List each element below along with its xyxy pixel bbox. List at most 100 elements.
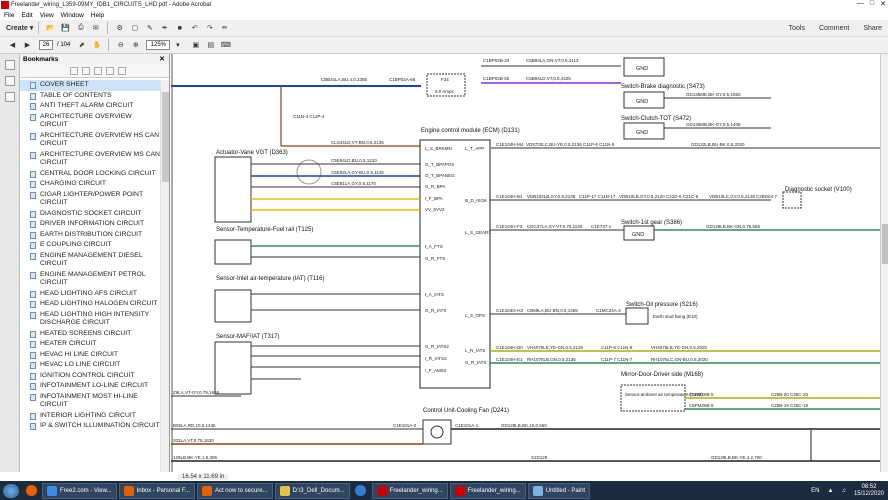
- bookmark-item[interactable]: HEAD LIGHTING HIGH INTENSITY DISCHARGE C…: [20, 310, 160, 329]
- zoom-level-input[interactable]: 125%: [146, 40, 171, 50]
- bookmark-item[interactable]: ARCHITECTURE OVERVIEW HS CAN CIRCUIT: [20, 131, 160, 150]
- expand-bookmark-icon[interactable]: [106, 67, 114, 75]
- volume-icon[interactable]: ♫: [841, 487, 846, 494]
- start-button[interactable]: [3, 483, 19, 498]
- bookmark-item[interactable]: DIAGNOSTIC SOCKET CIRCUIT: [20, 209, 160, 220]
- comment-icon[interactable]: ▢: [131, 25, 139, 32]
- taskbar-item[interactable]: D:\3_Dell_Docum...: [274, 482, 350, 499]
- bookmark-item[interactable]: CENTRAL DOOR LOCKING CIRCUIT: [20, 169, 160, 180]
- bookmark-item[interactable]: E COUPLING CIRCUIT: [20, 240, 160, 251]
- save-icon[interactable]: 💾: [61, 25, 71, 32]
- bookmark-item[interactable]: CIGAR LIGHTER/POWER POINT CIRCUIT: [20, 190, 160, 209]
- ie-icon[interactable]: [352, 483, 370, 499]
- bookmark-item[interactable]: EARTH DISTRIBUTION CIRCUIT: [20, 230, 160, 241]
- create-button[interactable]: Create ▾: [6, 24, 34, 33]
- language-indicator[interactable]: EN: [811, 487, 820, 494]
- bookmark-item[interactable]: HEVAC LO LINE CIRCUIT: [20, 360, 160, 371]
- next-page-icon[interactable]: ▶: [24, 42, 31, 49]
- bookmark-item[interactable]: DRIVER INFORMATION CIRCUIT: [20, 219, 160, 230]
- menu-help[interactable]: Help: [90, 11, 105, 19]
- taskbar-item[interactable]: Free2.com - View...: [42, 482, 117, 499]
- document-scrollbar[interactable]: [880, 54, 888, 472]
- keyboard-icon[interactable]: ⌨: [220, 42, 231, 49]
- taskbar-item[interactable]: Freelander_wiring...: [449, 482, 526, 499]
- bookmark-icon: [30, 210, 36, 218]
- bookmark-item[interactable]: HEAD LIGHTING AFS CIRCUIT: [20, 289, 160, 300]
- fit-page-icon[interactable]: ▣: [192, 42, 200, 49]
- print-icon[interactable]: ⎙: [77, 24, 84, 31]
- close-icon[interactable]: ✕: [880, 1, 886, 8]
- maximize-icon[interactable]: □: [869, 0, 875, 7]
- bookmark-item[interactable]: INFOTAINMENT MOST HI-LINE CIRCUIT: [20, 392, 160, 411]
- bookmark-item[interactable]: INTERIOR LIGHTING CIRCUIT: [20, 411, 160, 422]
- draw-icon[interactable]: ✏: [221, 25, 228, 32]
- redo-icon[interactable]: ↷: [206, 25, 213, 32]
- bookmark-item[interactable]: ARCHITECTURE OVERVIEW MS CAN CIRCUIT: [20, 150, 160, 169]
- network-icon[interactable]: ▲: [827, 487, 834, 494]
- bookmark-item[interactable]: ENGINE MANAGEMENT PETROL CIRCUIT: [20, 270, 160, 289]
- close-panel-icon[interactable]: ✕: [159, 56, 165, 63]
- sign-icon[interactable]: ✒: [161, 25, 168, 32]
- main-toolbar: Create ▾ 📂 💾 ⎙ ✉ ⚙ ▢ ✎ ✒ ■ ↶ ↷ ✏ Tools C…: [0, 20, 888, 37]
- hand-tool-icon[interactable]: ✋: [92, 42, 102, 49]
- document-view[interactable]: CBB41LA,BU,4,0.2355 C1BP02A-66 C1BP02B-3…: [171, 54, 880, 472]
- bookmarks-header: Bookmarks ✕: [20, 54, 169, 65]
- stamp-icon[interactable]: ■: [177, 24, 182, 32]
- bookmark-item[interactable]: INFOTAINMENT LO-LINE CIRCUIT: [20, 381, 160, 392]
- comment-button[interactable]: Comment: [818, 25, 850, 32]
- bookmark-item[interactable]: CHARGING CIRCUIT: [20, 179, 160, 190]
- clock[interactable]: 08:52 15/12/2020: [854, 484, 884, 498]
- bookmarks-panel-icon[interactable]: [4, 76, 15, 86]
- highlight-icon[interactable]: ✎: [146, 25, 153, 32]
- undo-icon[interactable]: ↶: [191, 25, 198, 32]
- bookmark-item[interactable]: COVER SHEET: [20, 80, 160, 91]
- bookmark-item[interactable]: IGNITION CONTROL CIRCUIT: [20, 371, 160, 382]
- scrollbar-thumb[interactable]: [882, 224, 888, 264]
- bookmarks-toolbar: [20, 65, 169, 78]
- menu-window[interactable]: Window: [60, 11, 84, 19]
- firefox-icon[interactable]: [22, 483, 40, 499]
- ecm-pin-label: O_T_BPANEG: [425, 173, 455, 178]
- bookmark-tag-icon[interactable]: [118, 67, 126, 75]
- bookmarks-panel: Bookmarks ✕ COVER SHEET TABLE OF CONTENT…: [20, 54, 170, 472]
- wiring-diagram: CBB41LA,BU,4,0.2355 C1BP02A-66 C1BP02B-3…: [171, 54, 880, 472]
- bookmark-item[interactable]: ANTI THEFT ALARM CIRCUIT: [20, 101, 160, 112]
- select-arrow-icon[interactable]: ⬈: [78, 42, 85, 49]
- menu-view[interactable]: View: [39, 11, 54, 19]
- minimize-icon[interactable]: —: [856, 0, 864, 7]
- zoom-out-icon[interactable]: ⊖: [117, 42, 124, 49]
- fit-width-icon[interactable]: ▤: [207, 42, 215, 49]
- bookmark-item[interactable]: HEATER CIRCUIT: [20, 339, 160, 350]
- bookmark-item[interactable]: IP & SWITCH ILLUMINATION CIRCUIT: [20, 421, 160, 432]
- bookmark-item[interactable]: TABLE OF CONTENTS: [20, 91, 160, 102]
- page-thumbnails-icon[interactable]: [4, 60, 15, 70]
- settings-icon[interactable]: ⚙: [116, 25, 123, 32]
- taskbar-item[interactable]: Act now to secure...: [196, 482, 273, 499]
- ecm-pin-label: L_S_GEAR1: [465, 230, 491, 235]
- zoom-in-icon[interactable]: ⊕: [132, 42, 139, 49]
- zoom-dropdown-icon[interactable]: ▾: [176, 42, 180, 49]
- menu-file[interactable]: File: [4, 11, 15, 19]
- bookmark-item[interactable]: ARCHITECTURE OVERVIEW CIRCUIT: [20, 112, 160, 131]
- new-bookmark-icon[interactable]: [82, 67, 90, 75]
- delete-bookmark-icon[interactable]: [94, 67, 102, 75]
- bookmark-item[interactable]: ENGINE MANAGEMENT DIESEL CIRCUIT: [20, 251, 160, 270]
- bookmarks-scrollbar[interactable]: [160, 80, 169, 472]
- bookmark-item[interactable]: HEAD LIGHTING HALOGEN CIRCUIT: [20, 299, 160, 310]
- prev-page-icon[interactable]: ◀: [9, 42, 16, 49]
- open-icon[interactable]: 📂: [46, 25, 56, 32]
- attachments-icon[interactable]: [4, 92, 15, 102]
- bookmark-options-icon[interactable]: [70, 67, 78, 75]
- menu-edit[interactable]: Edit: [21, 11, 33, 19]
- email-icon[interactable]: ✉: [92, 25, 99, 32]
- bookmark-item[interactable]: HEVAC HI LINE CIRCUIT: [20, 350, 160, 361]
- taskbar-item[interactable]: Inbox - Personal F...: [118, 482, 195, 499]
- share-button[interactable]: Share: [863, 25, 882, 32]
- diag-socket-label: Diagnostic socket (V100): [785, 187, 852, 193]
- taskbar-item[interactable]: Untitled - Paint: [527, 482, 591, 499]
- scrollbar-thumb[interactable]: [162, 92, 169, 182]
- tools-button[interactable]: Tools: [788, 25, 805, 32]
- page-number-input[interactable]: 26: [39, 40, 53, 50]
- bookmark-item[interactable]: HEATED SCREENS CIRCUIT: [20, 329, 160, 340]
- taskbar-item[interactable]: Freelander_wiring...: [371, 482, 448, 499]
